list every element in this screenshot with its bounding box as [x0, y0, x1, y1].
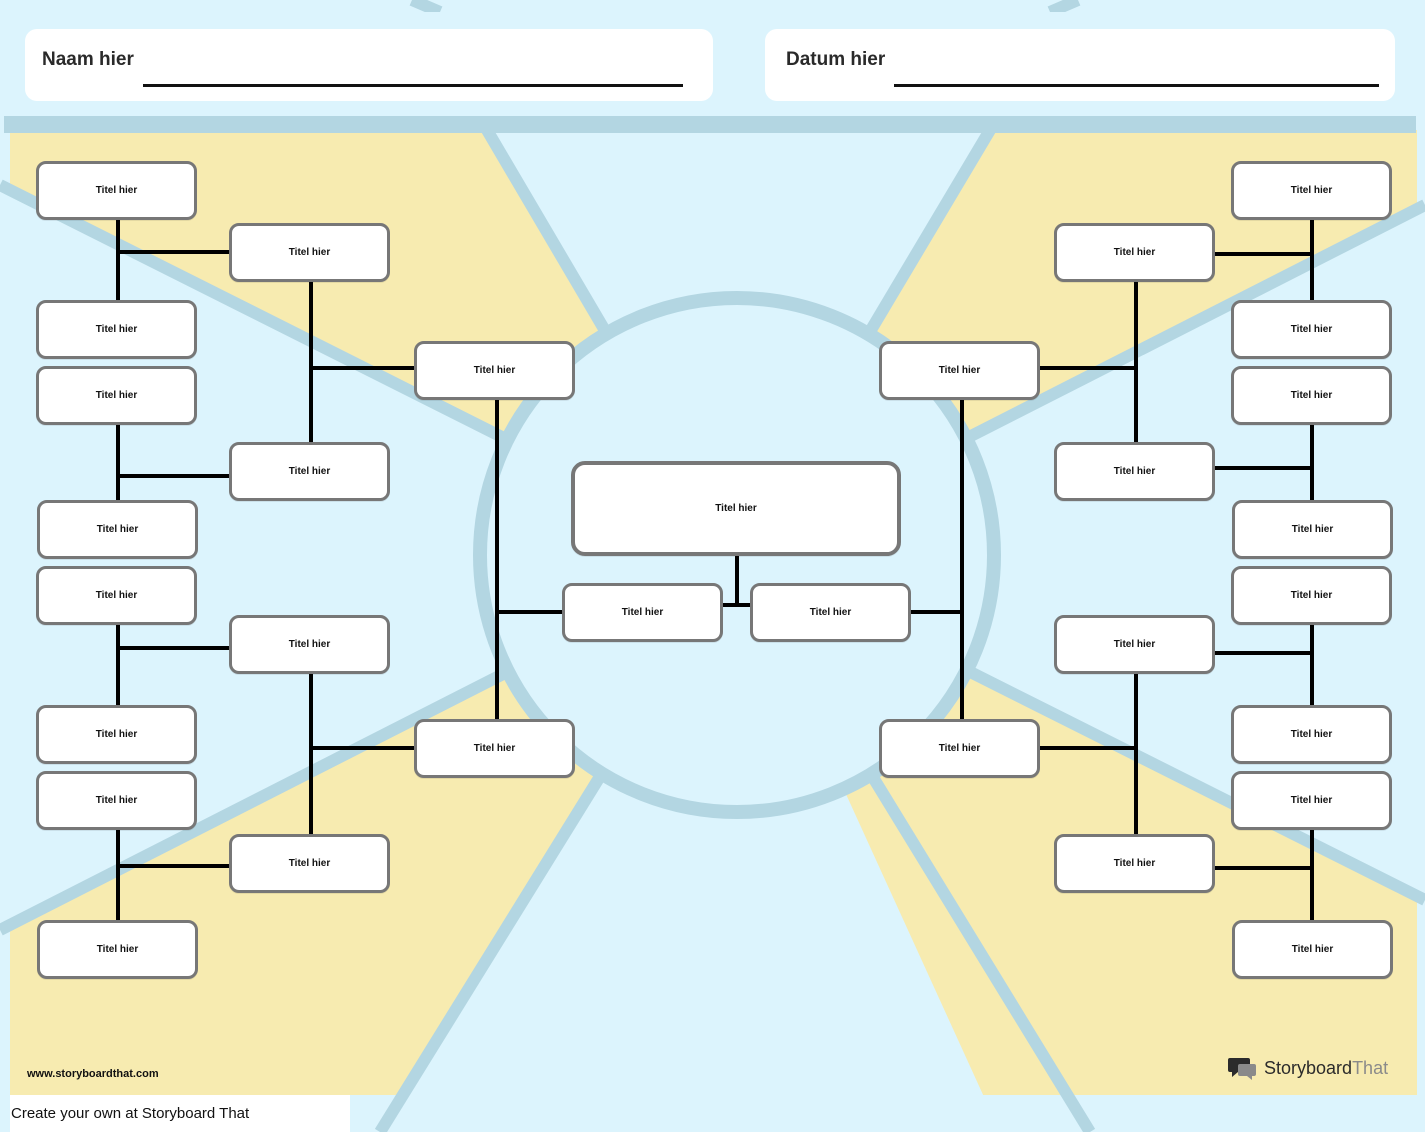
right-round3-box[interactable]: Titel hier [1231, 771, 1392, 830]
connector [116, 830, 120, 922]
name-field-box[interactable] [25, 29, 713, 101]
left-quarter-bottom-box[interactable]: Titel hier [414, 719, 575, 778]
left-round3-box[interactable]: Titel hier [36, 300, 197, 359]
connector [116, 625, 120, 707]
left-round2-box[interactable]: Titel hier [229, 442, 390, 501]
connector [118, 250, 231, 254]
create-your-own-link[interactable]: Create your own at Storyboard That [11, 1105, 250, 1122]
right-round2-box[interactable]: Titel hier [1054, 223, 1215, 282]
semifinal-right-box[interactable]: Titel hier [750, 583, 911, 642]
right-round3-box[interactable]: Titel hier [1232, 920, 1393, 979]
connector [118, 474, 231, 478]
connector [118, 864, 231, 868]
connector [1310, 625, 1314, 707]
connector [497, 610, 564, 614]
connector [1310, 830, 1314, 922]
connector [116, 219, 120, 301]
connector [735, 553, 739, 605]
left-round3-box[interactable]: Titel hier [37, 920, 198, 979]
connector [309, 673, 313, 836]
connector [1213, 866, 1312, 870]
left-round3-box[interactable]: Titel hier [37, 500, 198, 559]
connector [1213, 651, 1312, 655]
right-quarter-top-box[interactable]: Titel hier [879, 341, 1040, 400]
connector [1134, 281, 1138, 443]
center-title-box[interactable]: Titel hier [571, 461, 901, 556]
left-round2-box[interactable]: Titel hier [229, 223, 390, 282]
brand-name: StoryboardThat [1264, 1058, 1388, 1079]
date-underline[interactable] [894, 84, 1379, 87]
connector [495, 399, 499, 721]
right-round3-box[interactable]: Titel hier [1231, 300, 1392, 359]
date-field-box[interactable] [765, 29, 1395, 101]
left-round3-box[interactable]: Titel hier [36, 566, 197, 625]
connector [960, 399, 964, 721]
connector [311, 746, 416, 750]
left-quarter-top-box[interactable]: Titel hier [414, 341, 575, 400]
connector [1038, 366, 1136, 370]
brand-name-part-2: That [1352, 1057, 1389, 1078]
wedge-bottom [380, 555, 1000, 1132]
connector [1310, 425, 1314, 502]
connector [909, 610, 962, 614]
left-round3-box[interactable]: Titel hier [36, 161, 197, 220]
connector [309, 281, 313, 443]
footer-strip [10, 1095, 350, 1132]
date-label: Datum hier [786, 49, 886, 70]
connector [116, 425, 120, 502]
right-round2-box[interactable]: Titel hier [1054, 442, 1215, 501]
connector [1134, 673, 1138, 836]
connector [1038, 746, 1136, 750]
brand-name-part-1: Storyboard [1264, 1057, 1353, 1078]
name-label: Naam hier [42, 49, 134, 70]
right-round2-box[interactable]: Titel hier [1054, 834, 1215, 893]
right-round3-box[interactable]: Titel hier [1231, 705, 1392, 764]
storyboardthat-logo: StoryboardThat [1228, 1056, 1388, 1080]
connector [1213, 252, 1312, 256]
right-round3-box[interactable]: Titel hier [1232, 500, 1393, 559]
connector [118, 646, 231, 650]
left-round3-box[interactable]: Titel hier [36, 366, 197, 425]
connector [1310, 219, 1314, 301]
left-round2-box[interactable]: Titel hier [229, 615, 390, 674]
right-round3-box[interactable]: Titel hier [1231, 161, 1392, 220]
header-divider [4, 116, 1416, 133]
connector [311, 366, 416, 370]
connector [1213, 466, 1312, 470]
website-url: www.storyboardthat.com [27, 1068, 159, 1080]
name-underline[interactable] [143, 84, 683, 87]
right-quarter-bottom-box[interactable]: Titel hier [879, 719, 1040, 778]
left-round2-box[interactable]: Titel hier [229, 834, 390, 893]
left-round3-box[interactable]: Titel hier [36, 705, 197, 764]
semifinal-left-box[interactable]: Titel hier [562, 583, 723, 642]
left-round3-box[interactable]: Titel hier [36, 771, 197, 830]
right-round2-box[interactable]: Titel hier [1054, 615, 1215, 674]
connector [720, 603, 752, 607]
right-round3-box[interactable]: Titel hier [1231, 566, 1392, 625]
right-round3-box[interactable]: Titel hier [1231, 366, 1392, 425]
speech-bubbles-icon [1228, 1058, 1256, 1080]
